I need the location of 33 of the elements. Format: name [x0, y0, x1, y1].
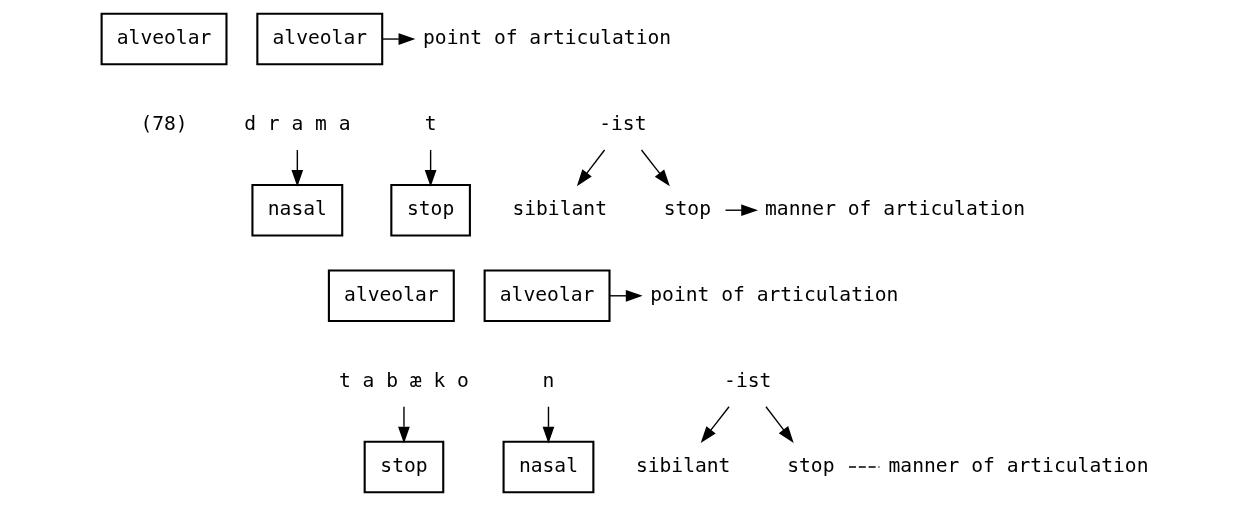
node-box: alveolar: [327, 269, 455, 323]
arrow: [640, 149, 670, 187]
arrow: [542, 406, 555, 444]
node-text: t a b æ k o: [338, 368, 469, 392]
node-text: point of articulation: [423, 26, 672, 50]
arrow: [576, 149, 606, 187]
node-text: point of articulation: [650, 282, 899, 306]
node-box: nasal: [502, 440, 595, 494]
node-box: stop: [363, 440, 445, 494]
node-text: d r a m a: [244, 111, 351, 135]
node-text: n: [542, 368, 555, 392]
node-text: stop: [787, 454, 835, 478]
node-box: alveolar: [256, 12, 384, 66]
node-text: sibilant: [512, 197, 607, 221]
connector: [848, 466, 881, 468]
node-text: manner of articulation: [765, 197, 1025, 221]
arrow: [381, 33, 416, 45]
node-text: stop: [663, 197, 712, 221]
node-text: -ist: [599, 111, 647, 135]
node-box: stop: [390, 183, 471, 237]
node-box: nasal: [251, 183, 344, 237]
arrow: [765, 406, 794, 444]
node-box: alveolar: [100, 12, 228, 66]
arrow: [700, 406, 730, 444]
arrow: [424, 149, 437, 187]
label: (78): [140, 111, 188, 135]
node-text: manner of articulation: [888, 454, 1149, 478]
node-text: -ist: [724, 368, 772, 392]
node-text: t: [424, 111, 437, 135]
node-text: sibilant: [635, 454, 731, 478]
arrow: [398, 406, 410, 444]
node-box: alveolar: [483, 269, 611, 323]
arrow: [291, 149, 304, 187]
